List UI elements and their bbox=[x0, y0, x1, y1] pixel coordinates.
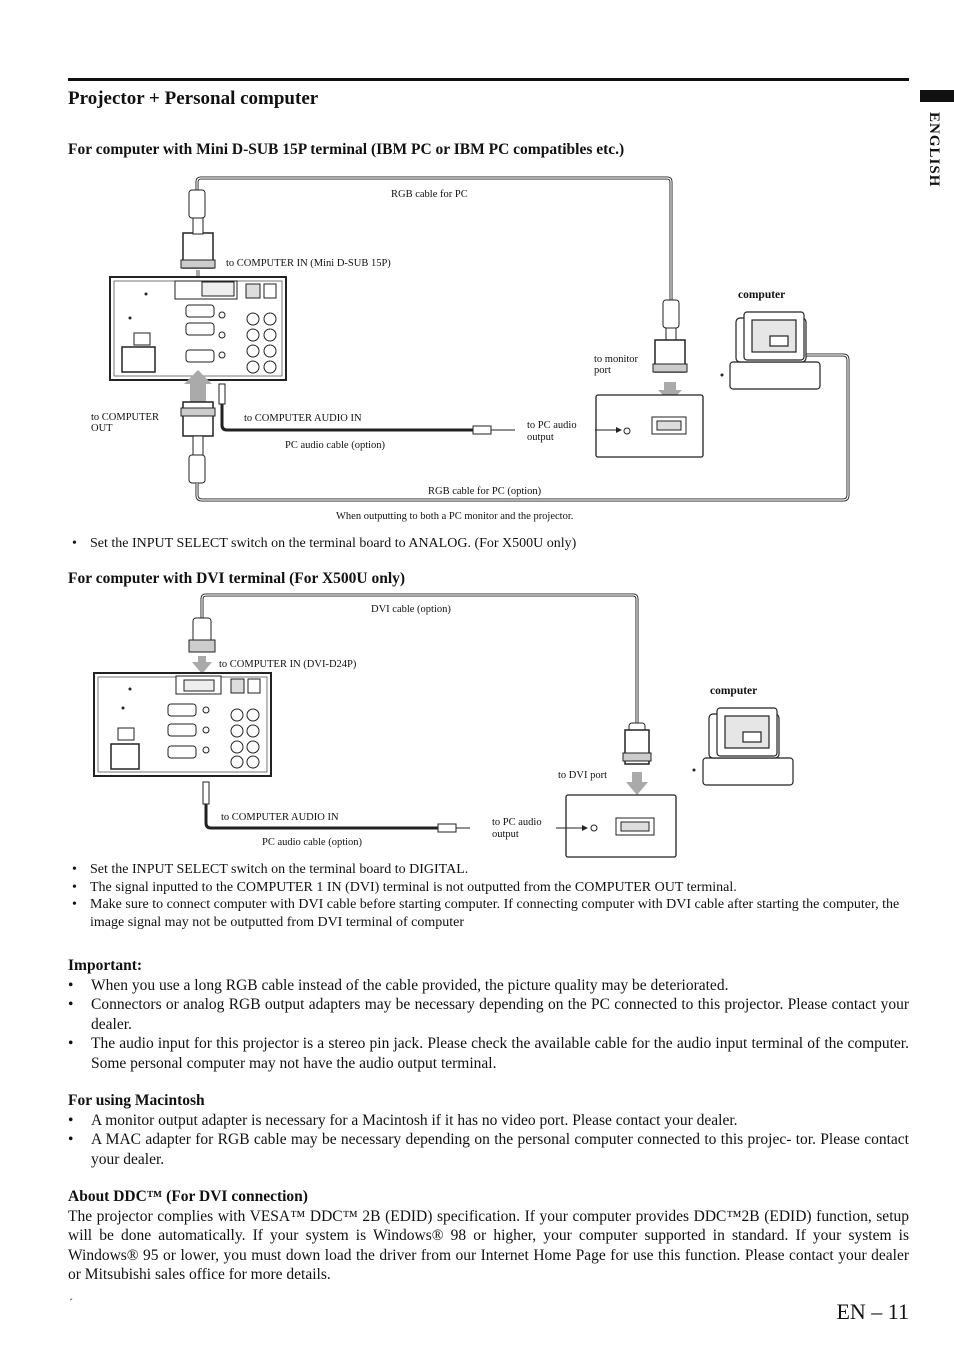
list-item: A MAC adapter for RGB cable may be neces… bbox=[68, 1130, 909, 1169]
list-item: Set the INPUT SELECT switch on the termi… bbox=[72, 535, 912, 553]
ddc-text: The projector complies with VESA™ DDC™ 2… bbox=[68, 1207, 909, 1284]
diagram-dvi: DVI cable (option) to COMPUTER IN (DVI-D… bbox=[93, 593, 794, 858]
label-pc-audio-1: to PC audio bbox=[527, 420, 577, 431]
label-audio-in: to COMPUTER AUDIO IN bbox=[244, 413, 362, 424]
top-rule bbox=[68, 78, 909, 81]
ddc-heading: About DDC™ (For DVI connection) bbox=[68, 1188, 308, 1205]
label-note: When outputting to both a PC monitor and… bbox=[336, 511, 573, 522]
label-computer-2: computer bbox=[710, 685, 757, 697]
list-item: A monitor output adapter is necessary fo… bbox=[68, 1111, 909, 1131]
list-item: The audio input for this projector is a … bbox=[68, 1034, 909, 1073]
list-item: The signal inputted to the COMPUTER 1 IN… bbox=[72, 879, 912, 897]
side-tab-marker bbox=[920, 90, 954, 102]
label-audio-cable-2: PC audio cable (option) bbox=[262, 837, 363, 848]
label-computer-in: to COMPUTER IN (Mini D-SUB 15P) bbox=[226, 258, 391, 269]
label-audio-cable: PC audio cable (option) bbox=[285, 440, 386, 451]
macintosh-heading: For using Macintosh bbox=[68, 1092, 205, 1109]
label-computer-out-1: to COMPUTER bbox=[91, 412, 159, 423]
label-rgb-cable: RGB cable for PC bbox=[391, 189, 468, 200]
list-item: Set the INPUT SELECT switch on the termi… bbox=[72, 861, 912, 879]
label-pc-audio-2-1: to PC audio bbox=[492, 817, 542, 828]
page-title: Projector + Personal computer bbox=[68, 88, 319, 109]
label-pc-audio-2: output bbox=[527, 432, 554, 443]
diagram-minidsub: RGB cable for PC to COMPUTER IN (Mini D-… bbox=[91, 176, 850, 522]
ddc-block: About DDC™ (For DVI connection) The proj… bbox=[68, 1187, 909, 1285]
label-monitor-port-1: to monitor bbox=[594, 354, 639, 365]
list-item: Connectors or analog RGB output adapters… bbox=[68, 995, 909, 1034]
label-audio-in-2: to COMPUTER AUDIO IN bbox=[221, 812, 339, 823]
section1-bullets: Set the INPUT SELECT switch on the termi… bbox=[72, 535, 912, 553]
section2-heading: For computer with DVI terminal (For X500… bbox=[68, 570, 406, 587]
important-block: Important: When you use a long RGB cable… bbox=[68, 956, 909, 1073]
label-dvi-port: to DVI port bbox=[558, 770, 607, 781]
language-label: ENGLISH bbox=[926, 112, 942, 188]
macintosh-block: For using Macintosh A monitor output ada… bbox=[68, 1091, 909, 1169]
label-rgb-cable-option: RGB cable for PC (option) bbox=[428, 486, 542, 497]
label-computer-out-2: OUT bbox=[91, 423, 113, 434]
label-pc-audio-2-2: output bbox=[492, 829, 519, 840]
label-computer: computer bbox=[738, 289, 785, 301]
section2-bullets: Set the INPUT SELECT switch on the termi… bbox=[72, 861, 912, 931]
important-heading: Important: bbox=[68, 957, 143, 974]
label-dvi-cable: DVI cable (option) bbox=[371, 604, 451, 615]
list-item: Make sure to connect computer with DVI c… bbox=[72, 896, 912, 931]
page-number: EN – 11 bbox=[836, 1299, 909, 1324]
label-computer-in-dvi: to COMPUTER IN (DVI-D24P) bbox=[219, 659, 357, 670]
footer-mark: ´ bbox=[69, 1296, 73, 1310]
list-item: When you use a long RGB cable instead of… bbox=[68, 976, 909, 996]
label-monitor-port-2: port bbox=[594, 365, 611, 376]
section1-heading: For computer with Mini D-SUB 15P termina… bbox=[68, 141, 625, 158]
